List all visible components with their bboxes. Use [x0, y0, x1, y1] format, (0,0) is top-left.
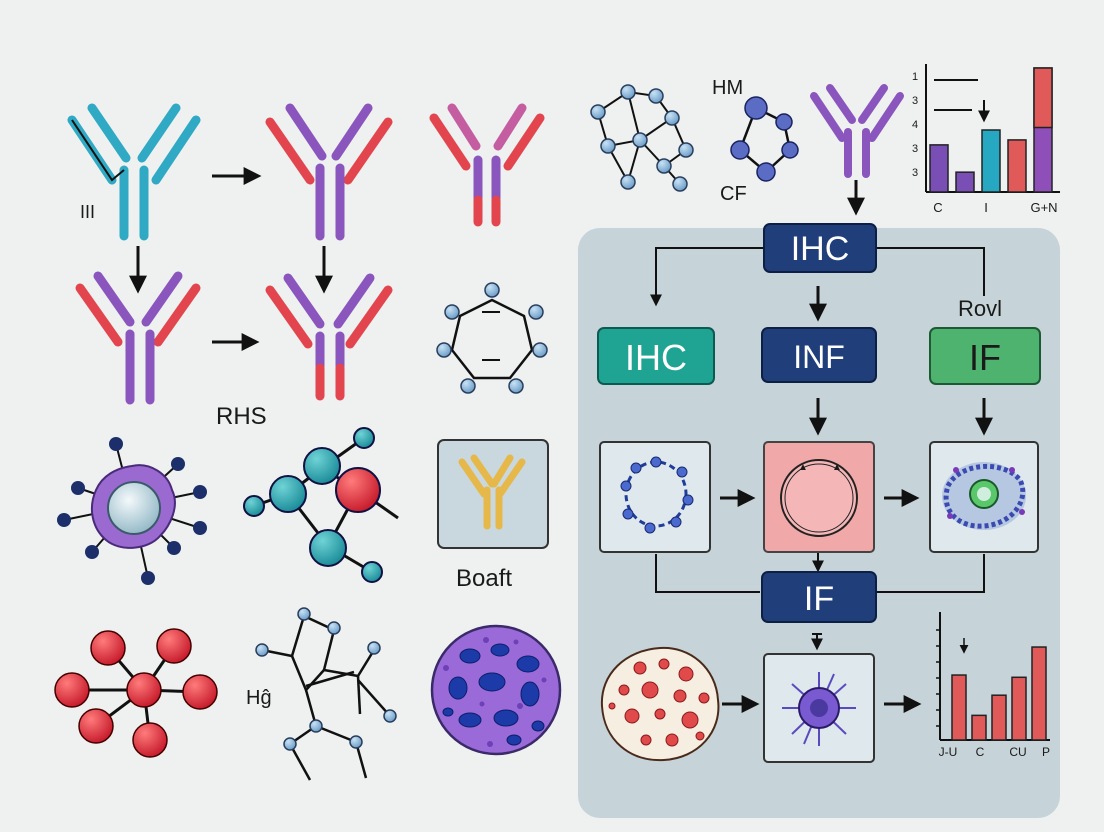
chart-top-bar: [1007, 139, 1027, 193]
pink-card-mark: ▲: [798, 462, 808, 473]
workflow-connectors: [650, 247, 993, 713]
stained-cell-card: [763, 653, 875, 763]
antibody-top-right-icon: [810, 84, 904, 178]
spotted-cell-icon: [600, 646, 720, 762]
chart-top-ytick: 3: [912, 143, 918, 155]
chart-top-xtick: G+N: [1030, 200, 1057, 215]
chart-bottom-bar: [971, 714, 987, 741]
chart-top-ytick: 3: [912, 95, 918, 107]
pink-assay-card: ▲ ▲: [763, 441, 875, 553]
chart-bottom-xtick: P: [1042, 745, 1050, 759]
if-bottom-box[interactable]: IF: [761, 571, 877, 623]
antibody-tag-label: III: [80, 202, 95, 222]
ihc-left-box[interactable]: IHC: [597, 327, 715, 385]
chart-bottom-xtick: J-U: [939, 745, 958, 759]
ihc-left-label: IHC: [625, 337, 687, 378]
rhs-label: RHS: [216, 403, 267, 430]
bar-chart-top: 1 3 4 3 3C I G+N: [912, 64, 1060, 215]
antibody-red-purple-icon: [265, 103, 393, 241]
chart-bottom-bar: [1011, 676, 1027, 741]
if-bottom-label: IF: [804, 580, 834, 618]
chart-bottom-xtick: CU: [1009, 745, 1026, 759]
ihc-top-box[interactable]: IHC: [763, 223, 877, 273]
chart-top-bar: [955, 171, 975, 193]
chart-top-xtick: C: [933, 200, 942, 215]
chart-top-ytick: 4: [912, 119, 918, 131]
antibody-small-icon: [429, 103, 545, 227]
skeletal-molecule-icon: [255, 607, 397, 781]
if-right-box[interactable]: IF: [929, 327, 1041, 385]
rovl-label: Rovl: [958, 296, 1002, 321]
cf-label: CF: [720, 183, 747, 205]
chart-top-ytick: 3: [912, 167, 918, 179]
tissue-circle-icon: [430, 624, 562, 756]
molecule-ring-card: [599, 441, 711, 553]
antibody-row2-left-icon: [75, 271, 201, 405]
pink-card-mark: ▲: [832, 462, 842, 473]
small-molecule-icon: [730, 96, 799, 182]
boaft-label: Boaft: [456, 565, 512, 592]
chart-top-ytick: 1: [912, 71, 918, 83]
teal-red-molecule-icon: [243, 427, 399, 583]
antibody-row2-right-icon: [265, 273, 393, 401]
ihc-top-label: IHC: [791, 230, 850, 268]
network-molecule-icon: [590, 84, 694, 192]
chart-bottom-bar: [951, 674, 967, 741]
chart-top-bar-stack: [1033, 67, 1053, 129]
inf-mid-label: INF: [793, 339, 845, 375]
inf-mid-box[interactable]: INF: [761, 327, 877, 383]
chart-bottom-xtick: C: [976, 745, 985, 759]
hm-label: HM: [712, 77, 743, 99]
purple-cell-icon: [57, 437, 207, 585]
chart-bottom-bar: [991, 694, 1007, 741]
chart-top-bar: [929, 144, 949, 193]
chart-bottom-bar: [1031, 646, 1047, 741]
cell-fluorescence-card: [929, 441, 1039, 553]
ring-molecule-icon: [436, 282, 548, 394]
bar-chart-bottom: J-U C CU P: [936, 612, 1050, 759]
chart-top-xtick: I: [984, 200, 988, 215]
chart-top-bar: [981, 129, 1001, 193]
if-right-label: IF: [969, 337, 1001, 378]
red-molecule-icon: [54, 628, 218, 758]
hg-label: Hĝ: [246, 687, 272, 709]
antibody-card: [437, 439, 549, 549]
